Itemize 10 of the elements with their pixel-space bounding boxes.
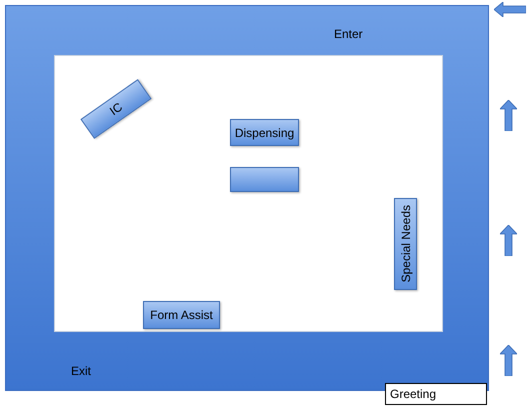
area-label: Exit: [71, 363, 92, 380]
greeting-box: Greeting: [385, 383, 487, 405]
station-box: IC: [80, 79, 152, 139]
station-box: Form Assist: [143, 301, 220, 329]
room-floor: [54, 55, 443, 332]
station-box: Special Needs: [394, 198, 417, 290]
station-box: Dispensing: [230, 119, 299, 146]
station-box: [230, 167, 299, 192]
floor-frame: [5, 5, 489, 391]
area-label: Enter: [334, 26, 363, 43]
